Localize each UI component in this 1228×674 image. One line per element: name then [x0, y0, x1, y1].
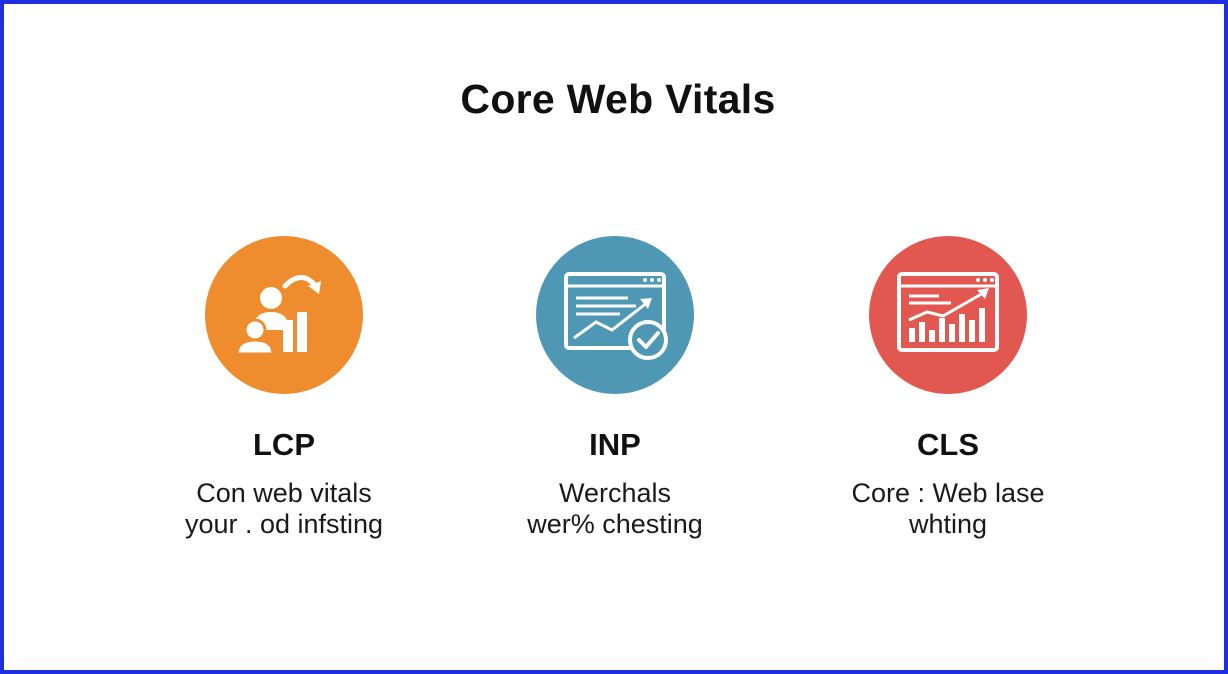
- metric-desc-line: Con web vitals: [196, 478, 372, 508]
- metric-desc-cls: Core : Web lase whting: [788, 478, 1108, 540]
- metric-desc-line: Core : Web lase: [851, 478, 1045, 508]
- metric-card-inp: INP Werchals wer% chesting: [455, 236, 775, 540]
- metric-desc-lcp: Con web vitals your . od infsting: [124, 478, 444, 540]
- inp-icon-circle: [536, 236, 694, 394]
- browser-check-icon: [564, 272, 668, 360]
- people-chart-icon: [235, 275, 321, 356]
- metric-desc-line: your . od infsting: [184, 509, 384, 539]
- metric-label-cls: CLS: [917, 427, 979, 462]
- metric-card-lcp: LCP Con web vitals your . od infsting: [124, 236, 444, 540]
- metric-desc-line: whting: [908, 509, 988, 539]
- metric-desc-line: wer% chesting: [527, 509, 703, 539]
- metric-card-cls: CLS Core : Web lase whting: [788, 236, 1108, 540]
- metric-desc-inp: Werchals wer% chesting: [455, 478, 775, 540]
- browser-bar-chart-icon: [897, 272, 999, 352]
- diagram-title: Core Web Vitals: [460, 76, 776, 122]
- lcp-icon-circle: [205, 236, 363, 394]
- metric-label-lcp: LCP: [253, 427, 315, 462]
- metric-label-inp: INP: [589, 427, 641, 462]
- metric-desc-line: Werchals: [558, 478, 672, 508]
- cls-icon-circle: [869, 236, 1027, 394]
